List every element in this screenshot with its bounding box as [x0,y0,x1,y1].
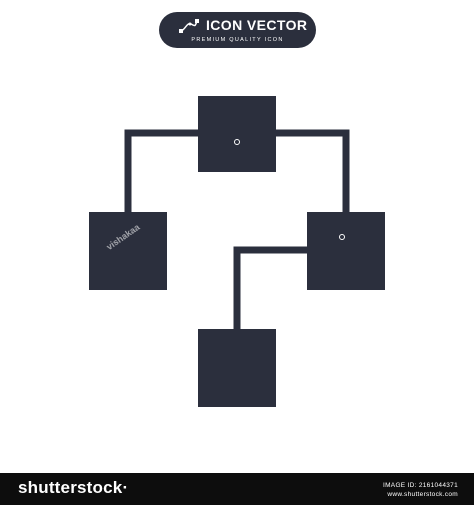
watermark-dot [339,234,345,240]
vector-path-icon [179,19,199,33]
connector-right [274,129,350,214]
node-top [198,96,276,172]
icon-vector-badge: ICON VECTOR PREMIUM QUALITY ICON [159,12,316,48]
image-id-block: IMAGE ID: 2161044371 www.shutterstock.co… [383,481,458,499]
brand-suffix: · [122,478,129,497]
badge-title: ICON VECTOR [206,17,308,33]
node-left [89,212,167,290]
image-id: IMAGE ID: 2161044371 [382,482,458,489]
watermark-dot [234,139,240,145]
node-right [307,212,385,290]
badge-subtitle: PREMIUM QUALITY ICON [191,37,284,43]
connector-lines [124,129,350,330]
connector-bottom [233,246,308,330]
shutterstock-logo: shutterstock· [18,478,128,498]
site-url: www.shutterstock.com [387,491,458,498]
footer-bar: shutterstock· IMAGE ID: 2161044371 www.s… [0,473,474,505]
brand-name: shutterstock [18,478,123,497]
node-bottom [198,329,276,407]
connector-left [124,129,200,214]
